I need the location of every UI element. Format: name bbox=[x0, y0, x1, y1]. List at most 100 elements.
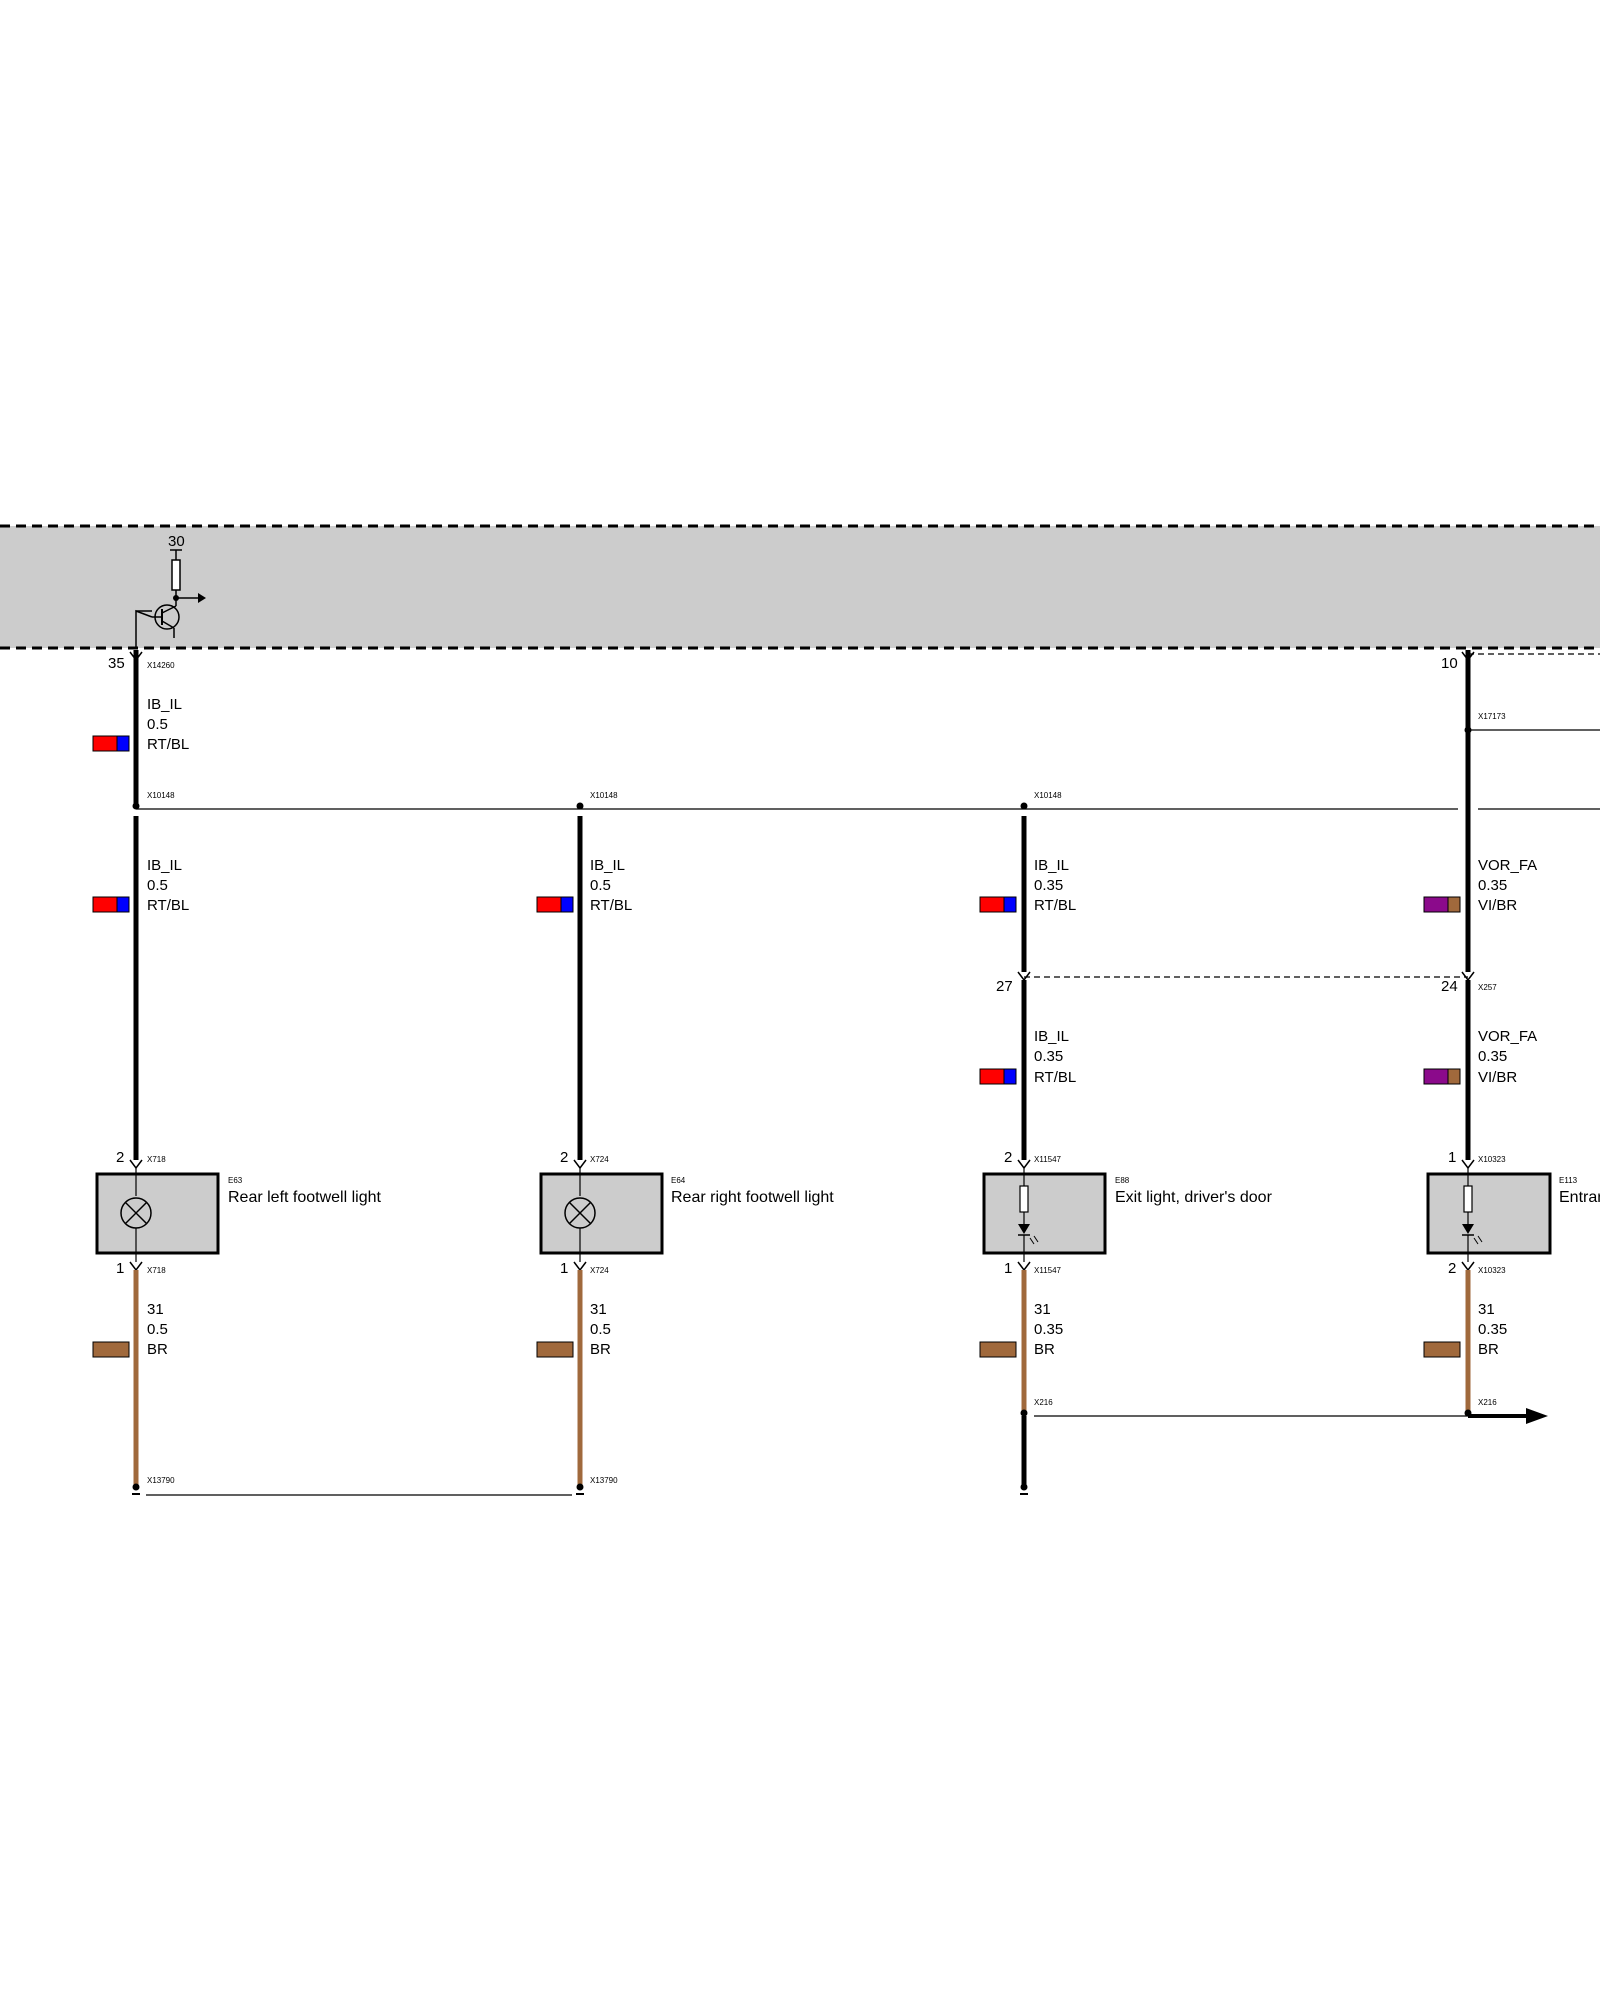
c2-component-name: Rear right footwell light bbox=[671, 1189, 834, 1206]
c3-connector-out: X11547 bbox=[1034, 1266, 1062, 1275]
column-e113 bbox=[1423, 650, 1552, 1417]
c1-ground-connector: X13790 bbox=[147, 1476, 175, 1485]
c3-lower-color-code: RT/BL bbox=[1034, 1069, 1076, 1086]
c2-upper-signal: IB_IL bbox=[590, 857, 625, 874]
control-unit bbox=[0, 524, 1600, 650]
component-e64-box bbox=[539, 1172, 664, 1255]
c4-ground-color-code: BR bbox=[1478, 1341, 1499, 1358]
c3-upper-size: 0.35 bbox=[1034, 877, 1063, 894]
c2-ground-connector: X13790 bbox=[590, 1476, 618, 1485]
c1-component-name: Rear left footwell light bbox=[228, 1189, 382, 1206]
x17173-connector: X17173 bbox=[1478, 712, 1506, 721]
upper-wire-swatch bbox=[1423, 896, 1461, 913]
control-unit-body bbox=[0, 526, 1600, 648]
c3-ground-connector: X216 bbox=[1034, 1398, 1053, 1407]
c1-pin-out: 1 bbox=[116, 1260, 124, 1277]
c1-upper-signal: IB_IL bbox=[147, 857, 182, 874]
ground-wire-swatch bbox=[92, 1341, 130, 1358]
c1-connector-out: X718 bbox=[147, 1266, 166, 1275]
c1-ground-size: 0.5 bbox=[147, 1321, 168, 1338]
c3-door-pin: 27 bbox=[996, 978, 1013, 995]
led-icon bbox=[1462, 1168, 1483, 1262]
c1-ground-signal: 31 bbox=[147, 1301, 164, 1318]
c3-lower-signal: IB_IL bbox=[1034, 1028, 1069, 1045]
upper-wire-swatch bbox=[92, 896, 130, 913]
c2-ground-size: 0.5 bbox=[590, 1321, 611, 1338]
c4-ground-size: 0.35 bbox=[1478, 1321, 1507, 1338]
c1-connector-in: X718 bbox=[147, 1155, 166, 1164]
c3-upper-signal: IB_IL bbox=[1034, 857, 1069, 874]
top-wire-color-code: RT/BL bbox=[147, 736, 189, 753]
c1-upper-size: 0.5 bbox=[147, 877, 168, 894]
c1-ground-color-code: BR bbox=[147, 1341, 168, 1358]
c4-component-name: Entrar bbox=[1559, 1189, 1600, 1206]
pin-30-label: 30 bbox=[168, 533, 185, 550]
c3-upper-color-code: RT/BL bbox=[1034, 897, 1076, 914]
top-wire-color-swatch bbox=[92, 735, 130, 752]
c3-connector-in: X11547 bbox=[1034, 1155, 1062, 1164]
led-icon bbox=[1018, 1168, 1039, 1262]
c2-connector-in: X724 bbox=[590, 1155, 609, 1164]
c4-upper-signal: VOR_FA bbox=[1478, 857, 1537, 874]
c4-pin-in: 1 bbox=[1448, 1149, 1456, 1166]
column-e63 bbox=[92, 816, 220, 1495]
splice-connector-2: X10148 bbox=[590, 791, 618, 800]
c3-ground-signal: 31 bbox=[1034, 1301, 1051, 1318]
c2-ground-color-code: BR bbox=[590, 1341, 611, 1358]
c4-ground-signal: 31 bbox=[1478, 1301, 1495, 1318]
ground-wire-swatch bbox=[1423, 1341, 1461, 1358]
c3-ground-color-code: BR bbox=[1034, 1341, 1055, 1358]
c4-upper-size: 0.35 bbox=[1478, 877, 1507, 894]
top-wire-size: 0.5 bbox=[147, 716, 168, 733]
component-e88-box bbox=[982, 1172, 1107, 1255]
pin-35-wire bbox=[129, 650, 143, 810]
transistor-driver-icon bbox=[135, 549, 206, 648]
c3-component-code: E88 bbox=[1115, 1176, 1130, 1185]
c4-component-code: E113 bbox=[1559, 1176, 1578, 1185]
c4-connector-out: X10323 bbox=[1478, 1266, 1506, 1275]
c3-component-name: Exit light, driver's door bbox=[1115, 1189, 1273, 1206]
column-e88 bbox=[979, 816, 1107, 1495]
lower-wire-swatch bbox=[1423, 1068, 1461, 1085]
c4-ground-connector: X216 bbox=[1478, 1398, 1497, 1407]
top-wire-signal: IB_IL bbox=[147, 696, 182, 713]
c2-upper-color-code: RT/BL bbox=[590, 897, 632, 914]
c2-connector-out: X724 bbox=[590, 1266, 609, 1275]
c2-pin-out: 1 bbox=[560, 1260, 568, 1277]
c1-component-code: E63 bbox=[228, 1176, 243, 1185]
component-e113-box bbox=[1426, 1172, 1552, 1255]
c4-lower-color-code: VI/BR bbox=[1478, 1069, 1517, 1086]
c2-upper-size: 0.5 bbox=[590, 877, 611, 894]
component-e63-box bbox=[95, 1172, 220, 1255]
resistor-icon bbox=[171, 559, 181, 591]
c4-upper-color-code: VI/BR bbox=[1478, 897, 1517, 914]
c4-pin-out: 2 bbox=[1448, 1260, 1456, 1277]
splice-connector-1: X10148 bbox=[147, 791, 175, 800]
continuation-arrow-icon bbox=[1526, 1408, 1548, 1424]
pin-10-label: 10 bbox=[1441, 655, 1458, 672]
c4-connector-in: X10323 bbox=[1478, 1155, 1506, 1164]
c1-upper-color-code: RT/BL bbox=[147, 897, 189, 914]
c4-door-connector: X257 bbox=[1478, 983, 1497, 992]
c4-door-pin: 24 bbox=[1441, 978, 1458, 995]
c2-ground-signal: 31 bbox=[590, 1301, 607, 1318]
c3-pin-out: 1 bbox=[1004, 1260, 1012, 1277]
c4-lower-signal: VOR_FA bbox=[1478, 1028, 1537, 1045]
upper-wire-swatch bbox=[979, 896, 1017, 913]
ground-wire-swatch bbox=[979, 1341, 1017, 1358]
pin-35-connector: X14260 bbox=[147, 661, 175, 670]
c2-pin-in: 2 bbox=[560, 1149, 568, 1166]
ground-wire-swatch bbox=[536, 1341, 574, 1358]
pin-35-label: 35 bbox=[108, 655, 125, 672]
column-e64 bbox=[536, 816, 664, 1495]
c3-ground-size: 0.35 bbox=[1034, 1321, 1063, 1338]
lower-wire-swatch bbox=[979, 1068, 1017, 1085]
splice-connector-3: X10148 bbox=[1034, 791, 1062, 800]
c4-lower-size: 0.35 bbox=[1478, 1048, 1507, 1065]
c3-lower-size: 0.35 bbox=[1034, 1048, 1063, 1065]
c2-component-code: E64 bbox=[671, 1176, 686, 1185]
upper-wire-swatch bbox=[536, 896, 574, 913]
c3-pin-in: 2 bbox=[1004, 1149, 1012, 1166]
c1-pin-in: 2 bbox=[116, 1149, 124, 1166]
